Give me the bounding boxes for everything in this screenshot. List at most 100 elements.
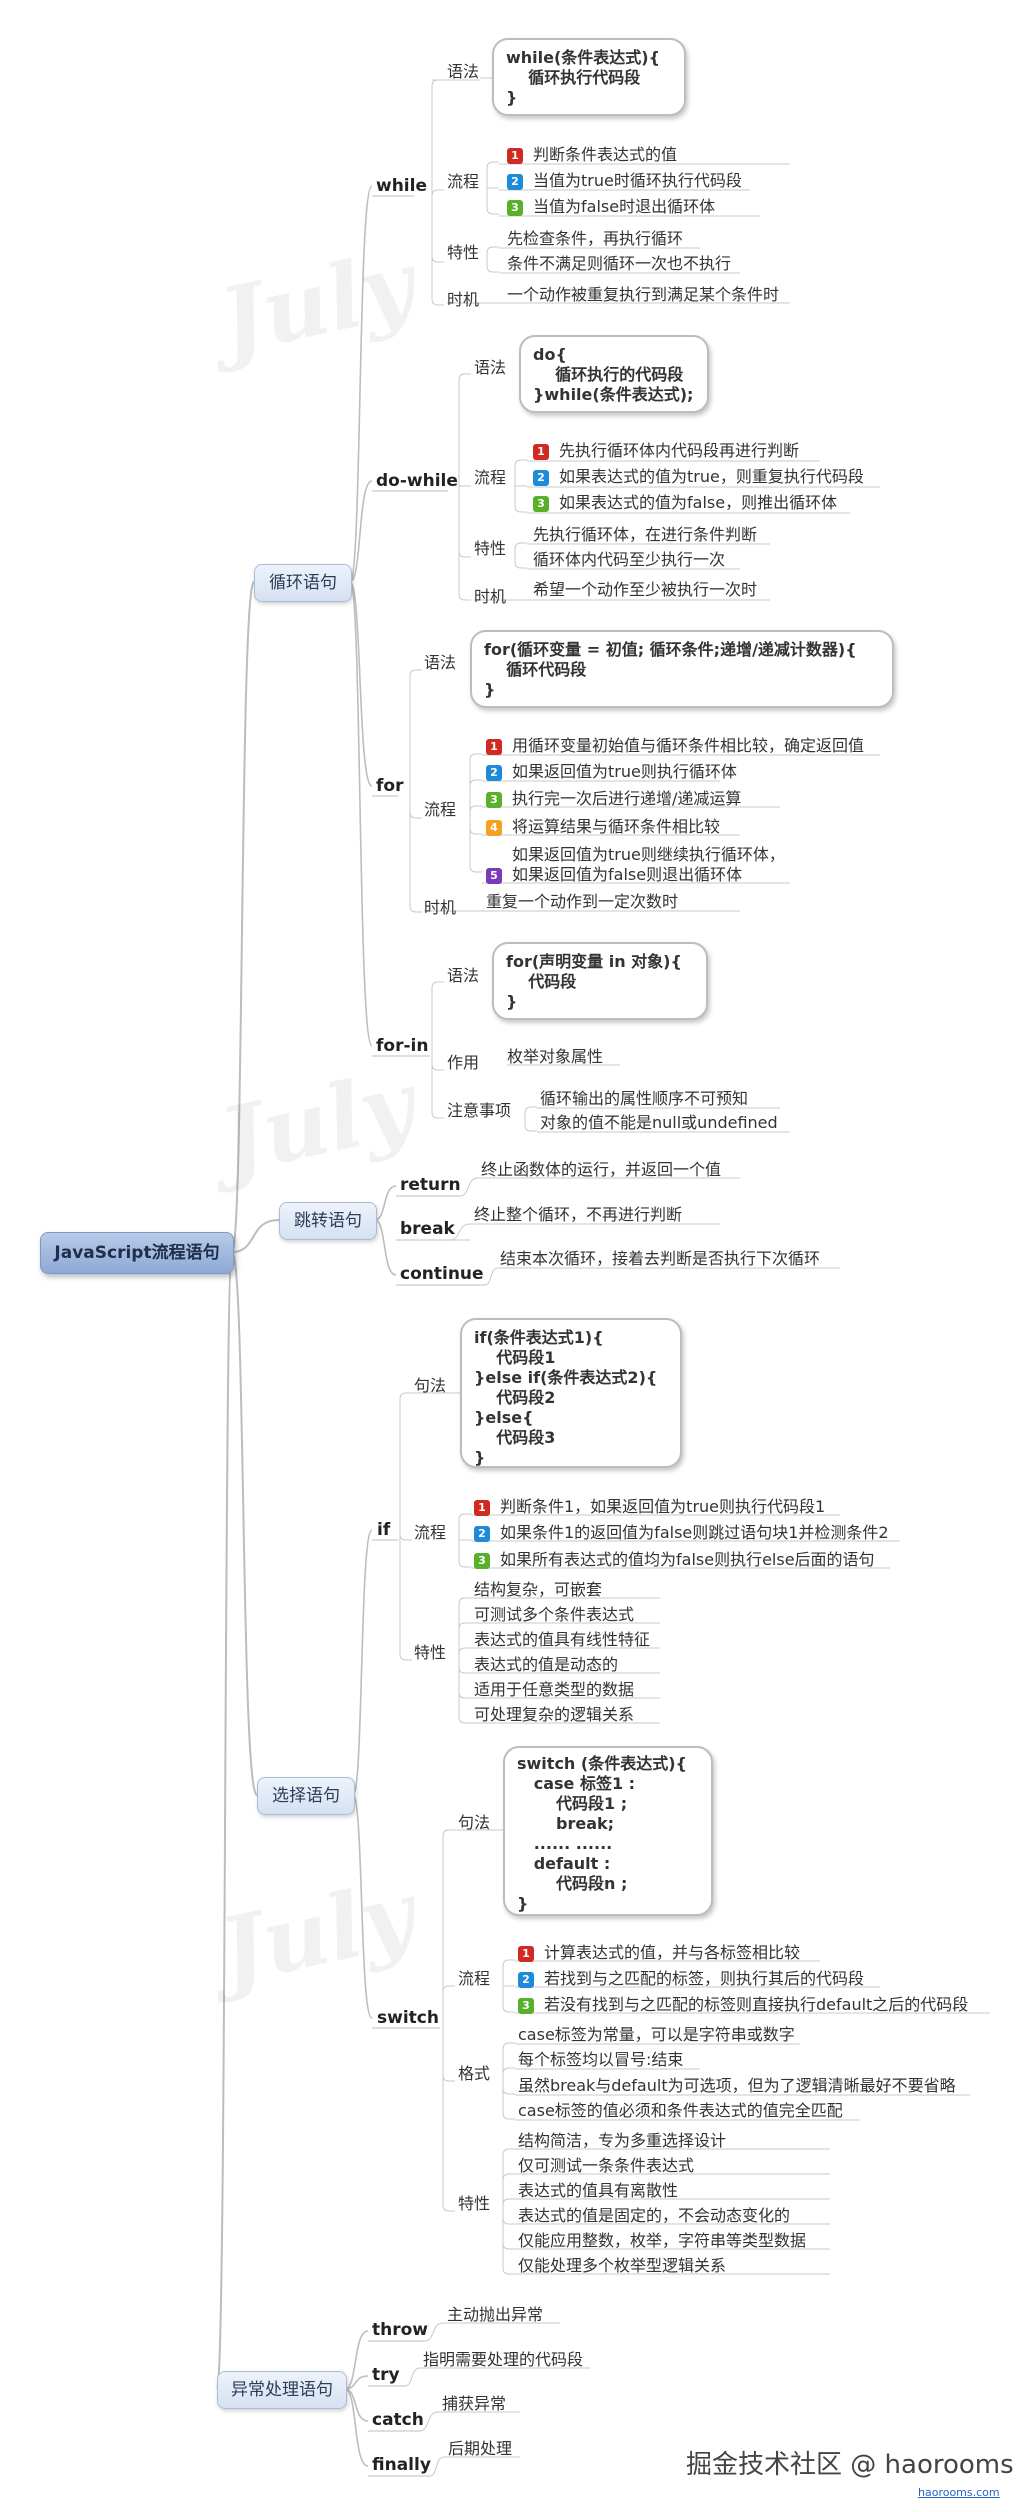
- while-syntax-label: 语法: [447, 62, 480, 81]
- if-flow-label: 流程: [414, 1523, 447, 1542]
- connector-line: [409, 811, 422, 819]
- if-feature: 可处理复杂的逻辑关系: [474, 1705, 635, 1724]
- connector-line: [484, 1267, 499, 1286]
- for-flow-step: 如果返回值为true则继续执行循环体，: [512, 845, 785, 864]
- connector-line: [399, 1533, 412, 1541]
- switch-format: 虽然break与default为可选项，但为了逻辑清晰最好不要省略: [518, 2076, 956, 2095]
- forin-syntax-label: 语法: [447, 966, 480, 985]
- connector-line: [216, 1251, 233, 2390]
- connector-line: [429, 2456, 445, 2477]
- node-finally[interactable]: finally: [372, 2455, 431, 2475]
- connector-line: [469, 753, 482, 761]
- connector-line: [349, 581, 373, 1047]
- while-feature: 条件不满足则循环一次也不执行: [507, 254, 732, 273]
- connector-line: [524, 1106, 537, 1114]
- connector-line: [231, 1219, 280, 1253]
- switch-format-label: 格式: [458, 2064, 491, 2083]
- switch-feature: 结构简洁，专为多重选择设计: [518, 2131, 727, 2150]
- category-jump[interactable]: 跳转语句: [279, 1202, 377, 1240]
- node-while[interactable]: while: [376, 176, 427, 196]
- connector-line: [502, 2005, 515, 2013]
- for-timing-label: 时机: [424, 898, 457, 917]
- node-if[interactable]: if: [377, 1520, 391, 1540]
- root-node[interactable]: JavaScript流程语句: [40, 1232, 234, 1274]
- dowhile-feature: 循环体内代码至少执行一次: [533, 550, 726, 569]
- node-for-in[interactable]: for-in: [376, 1036, 429, 1056]
- while-timing-label: 时机: [447, 290, 480, 309]
- category-exception[interactable]: 异常处理语句: [217, 2371, 347, 2409]
- step-5-icon: 5: [486, 868, 502, 884]
- step-3-icon: 3: [507, 200, 523, 216]
- step-2-icon: 2: [518, 1972, 534, 1988]
- connector-line: [424, 2322, 444, 2342]
- switch-feature: 仅可测试一条条件表达式: [518, 2156, 695, 2175]
- while-feature-label: 特性: [447, 243, 480, 262]
- connector-line: [458, 593, 471, 601]
- switch-feature: 表达式的值具有离散性: [518, 2181, 679, 2200]
- connector-line: [458, 1647, 471, 1655]
- connector-line: [458, 1513, 471, 1521]
- connector-line: [486, 207, 499, 215]
- connector-line: [431, 189, 444, 197]
- connector-line: [344, 2330, 369, 2390]
- node-try[interactable]: try: [372, 2365, 400, 2385]
- switch-syntax-box: switch (条件表达式){ case 标签1 : 代码段1 ; break;…: [503, 1746, 713, 1916]
- switch-format: case标签为常量，可以是字符串或数字: [518, 2025, 795, 2044]
- node-throw[interactable]: throw: [372, 2320, 428, 2340]
- node-break[interactable]: break: [400, 1219, 455, 1239]
- connector-line: [409, 905, 422, 913]
- connector-line: [344, 2388, 369, 2422]
- node-continue[interactable]: continue: [400, 1264, 484, 1284]
- connector-line: [502, 2067, 515, 2075]
- node-do-while[interactable]: do-while: [376, 471, 458, 491]
- connector-line: [458, 550, 471, 558]
- step-1-icon: 1: [533, 444, 549, 460]
- forin-note: 循环输出的属性顺序不可预知: [540, 1089, 749, 1108]
- forin-syntax-box: for(声明变量 in 对象){ 代码段}: [492, 942, 708, 1020]
- footer-url[interactable]: haorooms.com: [918, 2486, 1000, 2499]
- connector-line: [374, 1219, 397, 1276]
- forin-note: 对象的值不能是null或undefined: [540, 1113, 778, 1132]
- catch-desc: 捕获异常: [442, 2394, 507, 2413]
- switch-feature: 表达式的值是固定的，不会动态变化的: [518, 2206, 791, 2225]
- step-3-icon: 3: [518, 1998, 534, 2014]
- connector-line: [502, 2198, 515, 2206]
- node-catch[interactable]: catch: [372, 2410, 424, 2430]
- step-3-icon: 3: [474, 1553, 490, 1569]
- connector-line: [458, 1716, 471, 1724]
- step-1-icon: 1: [486, 739, 502, 755]
- connector-line: [514, 561, 527, 569]
- category-select[interactable]: 选择语句: [257, 1777, 355, 1815]
- node-for[interactable]: for: [376, 776, 404, 796]
- connector-line: [344, 2388, 369, 2467]
- connector-line: [502, 2217, 515, 2225]
- if-feature: 表达式的值是动态的: [474, 1655, 619, 1674]
- step-2-icon: 2: [533, 470, 549, 486]
- connector-line: [399, 1653, 412, 1661]
- connector-line: [399, 1392, 412, 1400]
- footer-credit: 掘金技术社区 @ haorooms: [686, 2450, 1014, 2480]
- node-return[interactable]: return: [400, 1175, 461, 1195]
- while-feature: 先检查条件，再执行循环: [507, 229, 684, 248]
- switch-format: case标签的值必须和条件表达式的值完全匹配: [518, 2101, 843, 2120]
- break-desc: 终止整个循环，不再进行判断: [474, 1205, 683, 1224]
- connector-line: [514, 459, 527, 467]
- step-3-icon: 3: [533, 496, 549, 512]
- connector-line: [352, 1529, 373, 1796]
- connector-line: [431, 1063, 444, 1071]
- node-switch[interactable]: switch: [377, 2008, 439, 2028]
- dowhile-timing-label: 时机: [474, 587, 507, 606]
- connector-line: [502, 2042, 515, 2050]
- step-1-icon: 1: [474, 1500, 490, 1516]
- category-loop[interactable]: 循环语句: [254, 564, 352, 602]
- connector-line: [469, 779, 482, 787]
- connector-line: [486, 246, 499, 254]
